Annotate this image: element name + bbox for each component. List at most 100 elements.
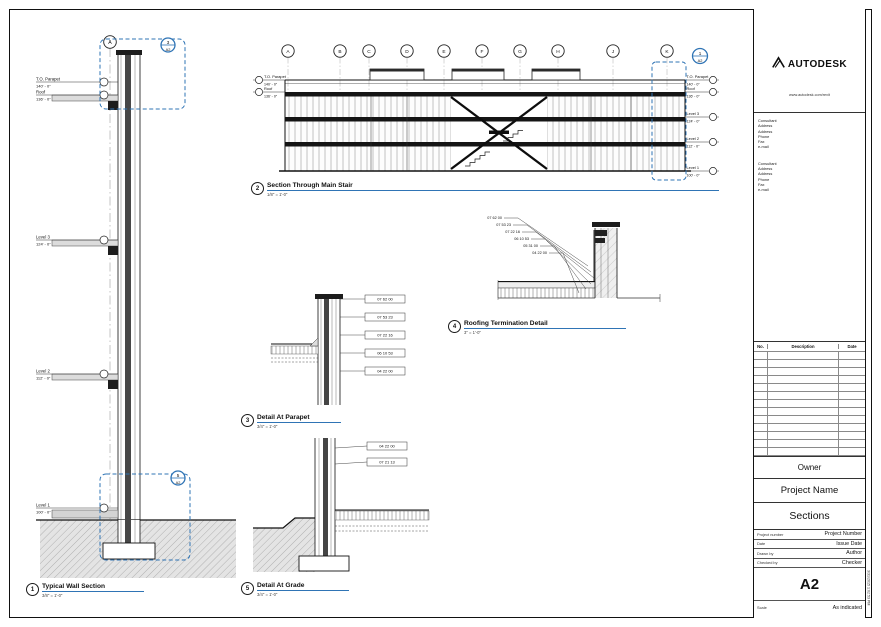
svg-text:1: 1 bbox=[699, 51, 702, 56]
svg-text:J: J bbox=[612, 49, 615, 55]
level-tag: Roof 136' - 0" bbox=[685, 86, 719, 99]
svg-text:A2: A2 bbox=[698, 58, 703, 63]
view-number: 5 bbox=[245, 585, 250, 592]
revision-row bbox=[754, 408, 865, 416]
level-elev: 124' - 0" bbox=[36, 242, 51, 247]
rooftop-units bbox=[369, 68, 581, 81]
level-name: Roof bbox=[36, 89, 46, 94]
svg-text:T.O. Parapet: T.O. Parapet bbox=[264, 74, 287, 79]
revision-row bbox=[754, 352, 865, 360]
view-number-bubble: 2 bbox=[251, 182, 264, 195]
svg-text:07 22 16: 07 22 16 bbox=[505, 230, 520, 234]
revision-col-description: Description bbox=[768, 344, 839, 349]
revision-row bbox=[754, 368, 865, 376]
stair-flights bbox=[450, 96, 548, 170]
svg-text:100' - 0": 100' - 0" bbox=[687, 174, 701, 178]
revision-row bbox=[754, 360, 865, 368]
view-scale: 3/4" = 1'-0" bbox=[257, 592, 278, 597]
roofing-detail-drawing: 07 62 00 07 53 23 07 22 16 06 10 53 05 3… bbox=[487, 216, 661, 302]
view-title-text: Section Through Main Stair bbox=[267, 182, 353, 189]
grid-bubbles: A B C D E F G H J K bbox=[281, 44, 674, 58]
view-title-main-section: 2 Section Through Main Stair 1/8" = 1'-0… bbox=[251, 182, 719, 197]
view-number: 4 bbox=[452, 323, 457, 330]
wall-assembly bbox=[116, 50, 142, 543]
project-name: Project Name bbox=[754, 479, 865, 503]
keynote-leaders: 07 62 00 07 53 23 07 22 16 06 10 53 05 3… bbox=[487, 216, 595, 294]
level-tag: T.O. Parapet 140' - 0" bbox=[253, 74, 287, 87]
view-title-rule bbox=[42, 591, 144, 592]
revision-col-no: No. bbox=[754, 344, 768, 349]
level-tag: Level 3 124' - 0" bbox=[685, 111, 719, 124]
keynote-boxes: 07 62 00 07 53 23 07 22 16 06 10 53 04 2… bbox=[340, 294, 406, 376]
view-title-parapet-detail: 3 Detail At Parapet 3/4" = 1'-0" bbox=[241, 414, 341, 429]
svg-text:Level 1: Level 1 bbox=[687, 165, 700, 170]
revision-row bbox=[754, 448, 865, 456]
wall-assembly bbox=[314, 438, 336, 556]
svg-text:Level 3: Level 3 bbox=[687, 111, 700, 116]
level-name: Level 1 bbox=[36, 502, 50, 507]
svg-text:140' - 0": 140' - 0" bbox=[687, 83, 701, 87]
view-number-bubble: 5 bbox=[241, 582, 254, 595]
view-scale: 3" = 1'-0" bbox=[464, 330, 481, 335]
sheet-number: A2 bbox=[754, 568, 865, 601]
svg-text:Level 2: Level 2 bbox=[687, 136, 700, 141]
view-title-text: Detail At Parapet bbox=[257, 414, 310, 421]
callout-detail-number: 3 bbox=[167, 40, 170, 45]
svg-text:04 22 00: 04 22 00 bbox=[379, 444, 395, 449]
owner-label: Owner bbox=[754, 457, 865, 479]
field-checked-by: Checked by Checker bbox=[754, 559, 865, 568]
svg-text:T.O. Parapet: T.O. Parapet bbox=[687, 74, 710, 79]
sheet-name: Sections bbox=[754, 503, 865, 530]
floor-slabs bbox=[51, 94, 119, 519]
keynote-boxes: 04 22 00 07 21 13 bbox=[334, 441, 408, 467]
autodesk-wordmark: AUTODESK bbox=[787, 58, 848, 70]
revision-row bbox=[754, 384, 865, 392]
roof-assembly bbox=[270, 337, 319, 363]
svg-text:124' - 0": 124' - 0" bbox=[687, 120, 701, 124]
svg-text:07 62 00: 07 62 00 bbox=[377, 297, 393, 302]
view-title-text: Typical Wall Section bbox=[42, 583, 106, 590]
revision-row bbox=[754, 376, 865, 384]
parapet-wall bbox=[592, 222, 661, 302]
level-elev: 100' - 0" bbox=[36, 510, 51, 515]
view-title-roofing-detail: 4 Roofing Termination Detail 3" = 1'-0" bbox=[448, 320, 626, 335]
svg-text:07 22 16: 07 22 16 bbox=[377, 333, 393, 338]
view-number: 1 bbox=[30, 586, 35, 593]
view-title-grade-detail: 5 Detail At Grade 3/4" = 1'-0" bbox=[241, 582, 349, 597]
view-number-bubble: 4 bbox=[448, 320, 461, 333]
svg-text:07 53 23: 07 53 23 bbox=[377, 315, 393, 320]
revision-table-header: No. Description Date bbox=[754, 342, 865, 352]
svg-text:E: E bbox=[442, 49, 445, 55]
svg-text:K: K bbox=[665, 49, 669, 55]
revision-row bbox=[754, 440, 865, 448]
wall-section-drawing: A T.O. Para bbox=[36, 35, 236, 578]
consultant-block: Consultant Address Address Phone Fax e-m… bbox=[754, 113, 865, 342]
svg-text:07 21 13: 07 21 13 bbox=[379, 460, 395, 465]
grade-detail-drawing: 04 22 00 07 21 13 bbox=[253, 438, 430, 572]
view-number: 2 bbox=[255, 185, 260, 192]
level-name: Level 3 bbox=[36, 234, 50, 239]
building-section-drawing: A B C D E F G H J K bbox=[253, 44, 719, 181]
footing bbox=[102, 542, 156, 560]
callout-sheet-number: A2 bbox=[176, 480, 181, 485]
level-elev: 136' - 0" bbox=[36, 97, 51, 102]
logo-box: AUTODESK www.autodesk.com/revit bbox=[754, 9, 865, 113]
revision-col-date: Date bbox=[847, 344, 857, 349]
wall-assembly bbox=[315, 294, 343, 405]
level-elev: 140' - 0" bbox=[36, 84, 51, 89]
grid-line: A bbox=[103, 35, 117, 573]
field-project-number: Project number Project Number bbox=[754, 530, 865, 540]
svg-text:06 10 53: 06 10 53 bbox=[377, 351, 393, 356]
level-tag: Level 3 124' - 0" bbox=[36, 234, 118, 247]
view-number-bubble: 1 bbox=[26, 583, 39, 596]
svg-text:136' - 0": 136' - 0" bbox=[264, 95, 278, 99]
svg-text:05 31 00: 05 31 00 bbox=[523, 244, 538, 248]
parapet-detail-drawing: 07 62 00 07 53 23 07 22 16 06 10 53 04 2… bbox=[270, 294, 406, 405]
scale-row: Scale As indicated bbox=[754, 601, 865, 614]
view-scale: 3/8" = 1'-0" bbox=[42, 593, 63, 598]
field-drawn-by: Drawn by Author bbox=[754, 549, 865, 559]
roof-assembly bbox=[497, 280, 596, 300]
consultant-entry: Consultant Address Address Phone Fax e-m… bbox=[758, 160, 777, 193]
floor-slab bbox=[334, 509, 430, 532]
